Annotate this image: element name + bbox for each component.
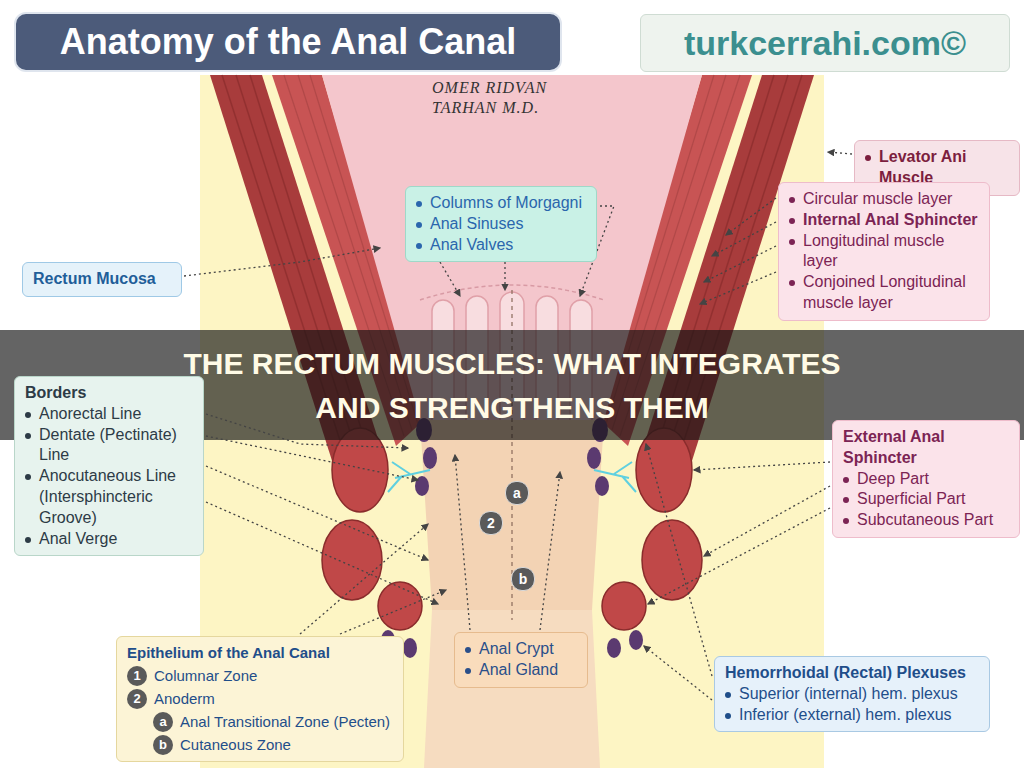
label-box: External Anal SphincterDeep PartSuperfic… — [832, 420, 1020, 538]
bullet-dot — [465, 647, 471, 653]
callout-number: a — [153, 712, 173, 732]
label-text: Conjoined Longitudinal muscle layer — [803, 272, 979, 314]
label-text: Anorectal Line — [39, 404, 193, 425]
callout-number: b — [153, 735, 173, 755]
label-text: turkcerrahi.com© — [684, 21, 966, 65]
label-text: Superior (internal) hem. plexus — [739, 684, 979, 705]
label-box: Anal CryptAnal Gland — [454, 632, 588, 688]
callout-number: 2 — [479, 511, 503, 535]
text-row: Superior (internal) hem. plexus — [725, 684, 979, 705]
label-box: Columns of MorgagniAnal SinusesAnal Valv… — [405, 186, 597, 262]
label-text: Epithelium of the Anal Canal — [127, 643, 393, 663]
label-box: Circular muscle layerInternal Anal Sphin… — [778, 182, 990, 321]
label-text: Anal Valves — [430, 235, 586, 256]
bullet-dot — [416, 222, 422, 228]
callout-number: 1 — [127, 666, 147, 686]
label-box: Epithelium of the Anal Canal 1 Columnar Zo… — [116, 636, 404, 762]
label-box: turkcerrahi.com© — [640, 14, 1010, 72]
label-text: Hemorrhoidal (Rectal) Plexuses — [725, 663, 979, 684]
label-text: Subcutaneous Part — [857, 510, 1009, 531]
bullet-dot — [725, 713, 731, 719]
callout-number: 2 — [127, 689, 147, 709]
bullet-dot — [25, 412, 31, 418]
label-text: Internal Anal Sphincter — [803, 210, 979, 231]
label-text: External Anal Sphincter — [843, 427, 1009, 469]
text-row: Anal Valves — [416, 235, 586, 256]
bullet-dot — [789, 218, 795, 224]
bullet-dot — [789, 280, 795, 286]
bullet-dot — [416, 201, 422, 207]
text-row: Anal Verge — [25, 529, 193, 550]
overlay-heading: THE RECTUM MUSCLES: WHAT INTEGRATES AND … — [172, 342, 852, 429]
text-row: Anocutaneous Line (Intersphincteric Groo… — [25, 466, 193, 528]
text-row: Subcutaneous Part — [843, 510, 1009, 531]
text-row: 1 Columnar Zone — [127, 666, 393, 686]
label-text: Anal Crypt — [479, 639, 577, 660]
text-row: Columns of Morgagni — [416, 193, 586, 214]
text-row: Borders — [25, 383, 193, 404]
label-text: Anal Verge — [39, 529, 193, 550]
text-row: Epithelium of the Anal Canal — [127, 643, 393, 663]
label-text: Inferior (external) hem. plexus — [739, 705, 979, 726]
text-row: Dentate (Pectinate) Line — [25, 425, 193, 467]
text-row: Anorectal Line — [25, 404, 193, 425]
text-row: Deep Part — [843, 469, 1009, 490]
text-row: Hemorrhoidal (Rectal) Plexuses — [725, 663, 979, 684]
bullet-dot — [843, 518, 849, 524]
text-row: Conjoined Longitudinal muscle layer — [789, 272, 979, 314]
bullet-dot — [25, 537, 31, 543]
label-text: Anoderm — [154, 689, 393, 709]
text-row: Rectum Mucosa — [33, 269, 171, 290]
label-text: Deep Part — [857, 469, 1009, 490]
label-text: Cutaneous Zone — [180, 735, 393, 755]
label-text: Borders — [25, 383, 193, 404]
bullet-dot — [843, 497, 849, 503]
label-box: BordersAnorectal LineDentate (Pectinate)… — [14, 376, 204, 556]
text-row: Inferior (external) hem. plexus — [725, 705, 979, 726]
text-row: Superficial Part — [843, 489, 1009, 510]
author-signature: OMER RIDVAN TARHAN M.D. — [432, 78, 562, 118]
bullet-dot — [865, 155, 871, 161]
bullet-dot — [725, 692, 731, 698]
text-row: Longitudinal muscle layer — [789, 231, 979, 273]
text-row: Anal Gland — [465, 660, 577, 681]
text-row: a Anal Transitional Zone (Pecten) — [127, 712, 393, 732]
text-row: turkcerrahi.com© — [651, 21, 999, 65]
label-text: Anal Transitional Zone (Pecten) — [180, 712, 393, 732]
label-text: Superficial Part — [857, 489, 1009, 510]
label-text: Anal Gland — [479, 660, 577, 681]
bullet-dot — [789, 197, 795, 203]
bullet-dot — [25, 474, 31, 480]
label-text: Circular muscle layer — [803, 189, 979, 210]
text-row: 2 Anoderm — [127, 689, 393, 709]
label-text: Columns of Morgagni — [430, 193, 586, 214]
text-row: Anal Crypt — [465, 639, 577, 660]
label-text: Dentate (Pectinate) Line — [39, 425, 193, 467]
label-box: Rectum Mucosa — [22, 262, 182, 297]
label-box: Hemorrhoidal (Rectal) PlexusesSuperior (… — [714, 656, 990, 732]
bullet-dot — [416, 243, 422, 249]
text-row: Internal Anal Sphincter — [789, 210, 979, 231]
title-banner: Anatomy of the Anal Canal — [14, 12, 562, 72]
text-row: Circular muscle layer — [789, 189, 979, 210]
text-row: Anal Sinuses — [416, 214, 586, 235]
label-text: Anal Sinuses — [430, 214, 586, 235]
bullet-dot — [843, 477, 849, 483]
bullet-dot — [465, 668, 471, 674]
bullet-dot — [789, 239, 795, 245]
label-text: Longitudinal muscle layer — [803, 231, 979, 273]
callout-number: a — [505, 481, 529, 505]
text-row: b Cutaneous Zone — [127, 735, 393, 755]
label-text: Anocutaneous Line (Intersphincteric Groo… — [39, 466, 193, 528]
text-row: External Anal Sphincter — [843, 427, 1009, 469]
label-text: Rectum Mucosa — [33, 269, 171, 290]
callout-number: b — [511, 567, 535, 591]
label-text: Columnar Zone — [154, 666, 393, 686]
bullet-dot — [25, 433, 31, 439]
